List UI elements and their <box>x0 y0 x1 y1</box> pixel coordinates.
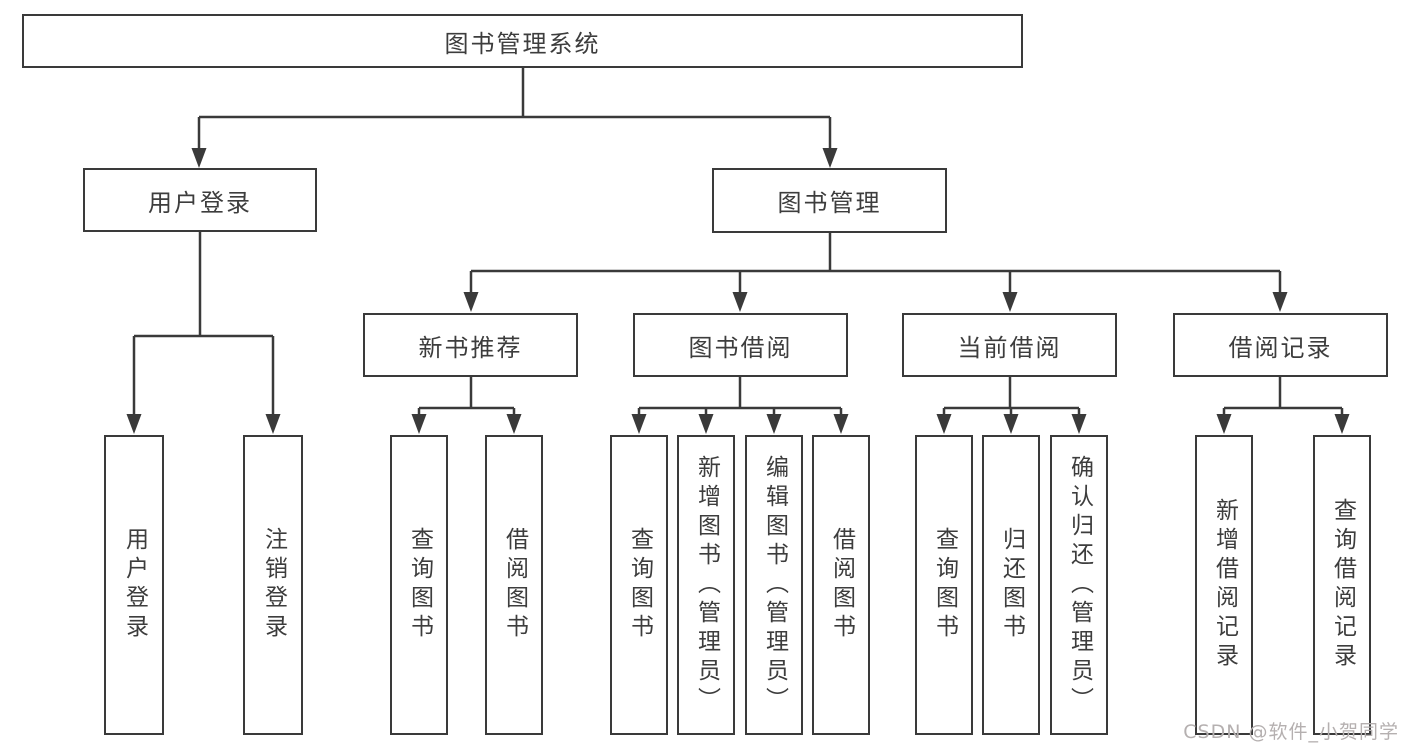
leaf-return-books-label: 归还图书 <box>998 527 1025 643</box>
connector-book-borrowing-to-leaves <box>631 377 849 434</box>
node-book-management: 图书管理 <box>712 168 947 233</box>
connector-new-book-to-leaves <box>411 377 522 434</box>
leaf-user-login: 用户登录 <box>104 435 164 735</box>
leaf-borrow-books-rec: 借阅图书 <box>485 435 543 735</box>
leaf-edit-book-admin-label: 编辑图书（管理员） <box>761 454 788 716</box>
leaf-add-book-admin-label: 新增图书（管理员） <box>693 454 720 716</box>
node-book-management-label: 图书管理 <box>777 189 882 217</box>
node-user-login-label: 用户登录 <box>148 188 252 217</box>
connector-book-management-to-level2 <box>463 233 1288 312</box>
node-library-system: 图书管理系统 <box>22 14 1023 68</box>
connector-current-borrowing-to-leaves <box>936 377 1087 434</box>
node-new-book-recommend: 新书推荐 <box>363 313 578 377</box>
leaf-logout: 注销登录 <box>243 435 303 735</box>
leaf-user-login-label: 用户登录 <box>121 527 148 643</box>
leaf-borrow-books-label: 借阅图书 <box>828 527 855 643</box>
leaf-borrow-books: 借阅图书 <box>812 435 870 735</box>
node-book-borrowing: 图书借阅 <box>633 313 848 377</box>
node-current-borrowing-label: 当前借阅 <box>957 333 1062 362</box>
csdn-watermark: CSDN @软件_小贺同学 <box>1183 721 1399 743</box>
leaf-confirm-return-admin-label: 确认归还（管理员） <box>1066 454 1093 716</box>
leaf-query-books-rec: 查询图书 <box>390 435 448 735</box>
leaf-add-book-admin: 新增图书（管理员） <box>677 435 735 735</box>
connector-user-login-to-leaves <box>126 232 281 434</box>
leaf-add-borrow-record-label: 新增借阅记录 <box>1211 498 1238 672</box>
leaf-query-books-current-label: 查询图书 <box>931 527 958 643</box>
leaf-query-borrow-record: 查询借阅记录 <box>1313 435 1371 735</box>
leaf-query-books-borrow: 查询图书 <box>610 435 668 735</box>
node-current-borrowing: 当前借阅 <box>902 313 1117 377</box>
connector-borrowing-records-to-leaves <box>1216 377 1350 434</box>
node-new-book-recommend-label: 新书推荐 <box>418 333 523 362</box>
leaf-query-books-rec-label: 查询图书 <box>406 527 433 643</box>
leaf-logout-label: 注销登录 <box>260 527 287 643</box>
leaf-query-borrow-record-label: 查询借阅记录 <box>1329 498 1356 672</box>
connector-root-to-level1 <box>191 68 838 168</box>
leaf-edit-book-admin: 编辑图书（管理员） <box>745 435 803 735</box>
leaf-query-books-borrow-label: 查询图书 <box>626 527 653 643</box>
leaf-add-borrow-record: 新增借阅记录 <box>1195 435 1253 735</box>
node-user-login: 用户登录 <box>83 168 317 232</box>
leaf-confirm-return-admin: 确认归还（管理员） <box>1050 435 1108 735</box>
node-borrowing-records-label: 借阅记录 <box>1228 333 1333 362</box>
node-borrowing-records: 借阅记录 <box>1173 313 1388 377</box>
leaf-query-books-current: 查询图书 <box>915 435 973 735</box>
leaf-return-books: 归还图书 <box>982 435 1040 735</box>
node-book-borrowing-label: 图书借阅 <box>688 333 793 362</box>
node-library-system-label: 图书管理系统 <box>444 29 601 58</box>
leaf-borrow-books-rec-label: 借阅图书 <box>501 527 528 643</box>
